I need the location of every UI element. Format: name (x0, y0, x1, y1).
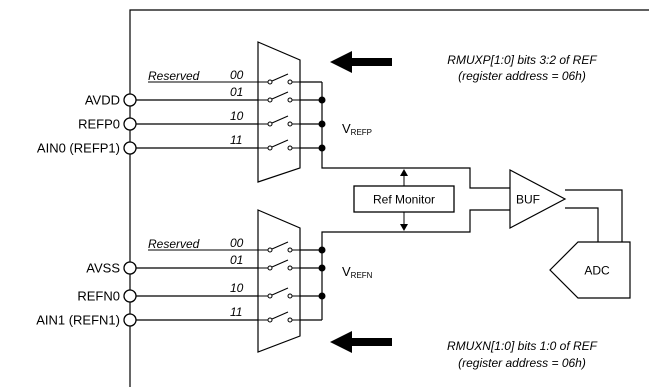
pin-label-refn0: REFN0 (77, 289, 120, 304)
ref-monitor-arrows (400, 169, 408, 231)
vrefp-wire (321, 148, 510, 189)
code-11-bottom: 11 (230, 305, 242, 319)
code-01-bottom: 01 (230, 253, 243, 267)
top-control-arrow (330, 51, 392, 73)
mux-top-body (257, 41, 301, 183)
bottom-note-line2: (register address = 06h) (458, 356, 586, 370)
pin-avdd (123, 93, 137, 107)
buf-block (509, 169, 567, 229)
buf-to-adc-top (565, 189, 623, 242)
reserved-label-bottom: Reserved (148, 237, 200, 251)
code-00-top: 00 (230, 68, 244, 82)
buf-to-adc-bottom (565, 207, 599, 242)
pin-ain1 (123, 313, 137, 327)
pin-refn0 (123, 289, 137, 303)
pin-label-ain1: AIN1 (REFN1) (36, 313, 120, 328)
top-mux-group: AVDD REFP0 AIN0 (REFP1) Reserved 00 01 1… (37, 41, 597, 183)
top-note-line1: RMUXP[1:0] bits 3:2 of REF (447, 53, 597, 67)
code-10-bottom: 10 (230, 281, 244, 295)
pin-label-refp0: REFP0 (78, 117, 120, 132)
top-note-line2: (register address = 06h) (458, 69, 586, 83)
reserved-label-top: Reserved (148, 69, 200, 83)
adc-label: ADC (584, 264, 610, 278)
bottom-control-arrow (330, 331, 392, 353)
code-01-top: 01 (230, 85, 243, 99)
ref-monitor-box (353, 185, 455, 213)
pin-label-avss: AVSS (86, 261, 120, 276)
pin-ain0 (123, 141, 137, 155)
code-11-top: 11 (230, 133, 242, 147)
mux-bottom-body (257, 209, 301, 353)
pin-label-ain0: AIN0 (REFP1) (37, 141, 120, 156)
vrefn-wire (321, 209, 510, 250)
code-10-top: 10 (230, 109, 244, 123)
buf-label: BUF (516, 193, 540, 207)
bottom-note-line1: RMUXN[1:0] bits 1:0 of REF (447, 339, 598, 353)
ref-monitor-label: Ref Monitor (373, 193, 435, 207)
pin-refp0 (123, 117, 137, 131)
pin-label-avdd: AVDD (85, 93, 120, 108)
vrefn-label: VREFN (342, 264, 373, 280)
code-00-bottom: 00 (230, 236, 244, 250)
vrefp-label: VREFP (342, 121, 372, 137)
pin-avss (123, 261, 137, 275)
adc-block (549, 241, 631, 299)
bottom-mux-group: AVSS REFN0 AIN1 (REFN1) Reserved 00 01 1… (36, 209, 598, 370)
device-boundary (129, 9, 649, 387)
